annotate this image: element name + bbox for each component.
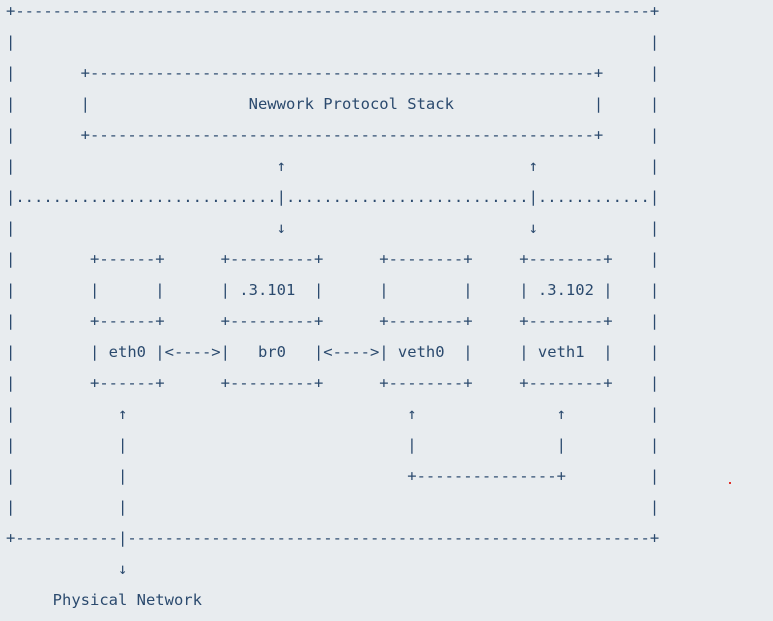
device-boxes-bottom: | +------+ +---------+ +--------+ +-----… bbox=[6, 374, 660, 392]
down-arrows-row: | ↓ ↓ | bbox=[6, 219, 660, 237]
veth-link-row: | | +---------------+ | bbox=[6, 467, 660, 485]
diagram-row: | | | bbox=[6, 498, 660, 516]
physical-down-arrow: ↓ bbox=[6, 560, 128, 578]
protocol-stack-box-bottom: | +-------------------------------------… bbox=[6, 126, 660, 144]
lower-lines-row: | | | | | bbox=[6, 436, 660, 454]
device-boxes-middle: | +------+ +---------+ +--------+ +-----… bbox=[6, 312, 660, 330]
lower-arrows-row: | ↑ ↑ ↑ | bbox=[6, 405, 660, 423]
namespace-divider: |............................|..........… bbox=[6, 188, 660, 206]
diagram-row: | | bbox=[6, 33, 660, 51]
red-dot-mark bbox=[729, 482, 731, 484]
up-arrows-row: | ↑ ↑ | bbox=[6, 157, 660, 175]
device-ip-row: | | | | .3.101 | | | | .3.102 | | bbox=[6, 281, 660, 299]
protocol-stack-label: | | Newwork Protocol Stack | | bbox=[6, 95, 660, 113]
diagram-border-bottom: +-----------|---------------------------… bbox=[6, 529, 660, 547]
device-boxes-top: | +------+ +---------+ +--------+ +-----… bbox=[6, 250, 660, 268]
physical-network-label: Physical Network bbox=[6, 591, 202, 609]
diagram-border-top: +---------------------------------------… bbox=[6, 2, 660, 20]
protocol-stack-box-top: | +-------------------------------------… bbox=[6, 64, 660, 82]
device-names-row: | | eth0 |<---->| br0 |<---->| veth0 | |… bbox=[6, 343, 660, 361]
